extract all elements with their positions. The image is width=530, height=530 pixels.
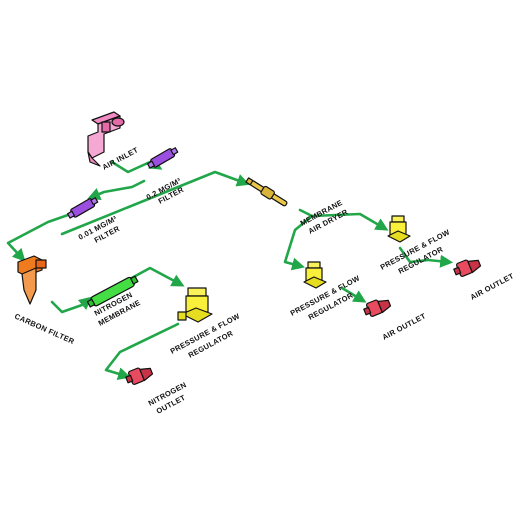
label-air-outlet-right: AIR OUTLET [469,271,516,302]
pipe-regulator-to-n2-outlet [104,322,180,380]
regulator-icon [387,215,411,243]
membrane-tube-icon [86,275,139,308]
pipe-dryer-to-split [283,208,314,271]
faucet-icon [87,111,125,167]
pipe-filter-001-to-carbon [6,213,70,262]
filter-cartridge-icon [146,147,179,169]
label-air-outlet-mid: AIR OUTLET [381,311,428,342]
pipe-split-to-right-reg [310,212,389,231]
outlet-valve-icon [453,259,482,277]
pipe-filter-02-to-001 [87,179,146,200]
regulator-icon [303,261,327,289]
outlet-valve-icon [125,367,154,385]
carbon-filter-icon [17,255,47,305]
pipe-carbon-to-membrane [50,296,92,314]
label-carbon-filter: CARBON FILTER [13,312,76,347]
pipe-main-to-dryer [60,170,250,236]
pipe-mid-reg-to-outlet [340,286,367,303]
pipe-right-reg-to-outlet [398,246,454,268]
filter-cartridge-icon [66,197,99,219]
regulator-icon [177,287,213,323]
outlet-valve-icon [363,299,392,317]
dryer-tube-icon [245,177,288,207]
